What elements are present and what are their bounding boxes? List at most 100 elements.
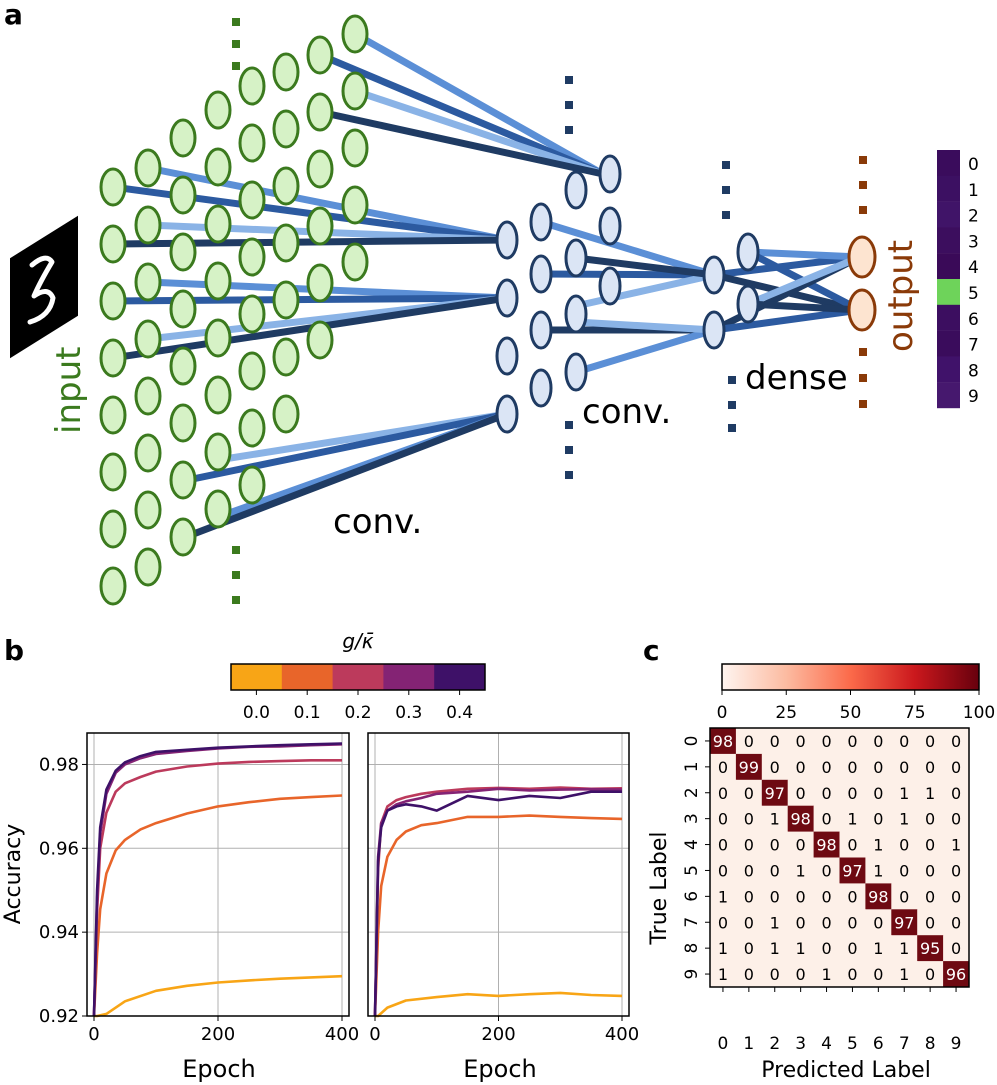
matrix-cell [761, 935, 789, 962]
cell-value: 0 [744, 861, 754, 880]
matrix-cell [787, 728, 814, 755]
input-neuron [169, 346, 197, 386]
cell-value: 1 [770, 810, 780, 829]
x-axis-label-c: Predicted Label [761, 1058, 931, 1083]
conv1-neuron [598, 206, 622, 246]
ellipsis-dot [859, 206, 867, 214]
connection-line [316, 51, 607, 178]
matrix-cell [761, 961, 789, 988]
ellipsis-dot [232, 62, 240, 70]
y-tick-label: 0.92 [39, 1006, 79, 1027]
cell-value: 1 [847, 810, 857, 829]
cell-value: 0 [925, 732, 935, 751]
input-neuron [204, 261, 232, 301]
cell-value: 0 [821, 732, 831, 751]
cell-value: 0 [718, 836, 728, 855]
matrix-cell [865, 831, 892, 858]
ellipsis-dot [232, 18, 240, 26]
cell-value: 1 [796, 939, 806, 958]
probability-cell [937, 356, 960, 383]
matrix-cell [761, 728, 789, 755]
cell-value: 1 [899, 965, 909, 984]
input-neuron [99, 281, 127, 321]
cell-value: 0 [951, 784, 961, 803]
conv1-neuron [529, 254, 553, 294]
connection-line [572, 254, 718, 279]
cell-value: 0 [925, 861, 935, 880]
matrix-cell [787, 883, 814, 910]
matrix-cell [917, 935, 944, 962]
matrix-cell [839, 883, 866, 910]
matrix-cell [839, 935, 866, 962]
series-line [375, 991, 623, 1018]
x-tick-label: 2 [769, 1034, 780, 1054]
matrix-cell [891, 805, 918, 832]
input-neuron [169, 232, 197, 272]
y-tick-label: 4 [682, 839, 702, 850]
input-neuron [238, 408, 266, 448]
ellipsis-dot [565, 101, 573, 109]
cell-value: 0 [744, 913, 754, 932]
input-neuron [238, 180, 266, 220]
ellipsis-dot [859, 156, 867, 164]
matrix-cell [761, 883, 789, 910]
x-tick-label: 8 [925, 1034, 936, 1054]
cell-value: 0 [718, 913, 728, 932]
cell-value: 98 [868, 887, 888, 906]
matrix-cell [787, 961, 814, 988]
colorbar-b-title: g/κ̄ [342, 629, 373, 653]
matrix-cell [839, 805, 866, 832]
input-neuron [169, 118, 197, 158]
cell-value: 1 [873, 861, 883, 880]
matrix-cell [917, 857, 944, 884]
x-tick-label: 0 [369, 1024, 380, 1045]
cell-value: 0 [925, 965, 935, 984]
cell-value: 0 [770, 758, 780, 777]
matrix-cell [787, 753, 814, 781]
probability-cell [937, 150, 960, 176]
matrix-cell [917, 831, 944, 858]
probability-cell [937, 382, 960, 409]
colorbar-tick-label: 0.2 [344, 703, 371, 723]
matrix-cell [917, 728, 944, 755]
conv2-layer [702, 232, 760, 350]
input-neuron [306, 263, 334, 303]
colorbar-segment [281, 664, 334, 690]
y-tick-label: 2 [682, 787, 702, 798]
y-tick-label: 1 [682, 761, 702, 772]
x-tick-label: 4 [821, 1034, 832, 1054]
output-label: output [881, 240, 921, 352]
matrix-cell [813, 779, 840, 807]
input-neuron [204, 204, 232, 244]
probability-cell [937, 227, 960, 254]
matrix-cell [917, 961, 944, 988]
input-neuron [341, 71, 369, 111]
matrix-cell [761, 909, 789, 936]
x-tick-label: 200 [201, 1024, 235, 1045]
matrix-cell [891, 753, 918, 781]
cell-value: 1 [899, 810, 909, 829]
ellipsis-dot [565, 421, 573, 429]
conv2-neuron [736, 284, 760, 324]
matrix-cell [813, 805, 840, 832]
cell-value: 97 [842, 861, 862, 880]
conv1-neuron [495, 336, 519, 376]
input-neuron [306, 92, 334, 132]
class-label: 5 [968, 284, 979, 304]
cell-value: 0 [821, 758, 831, 777]
input-neuron [169, 175, 197, 215]
matrix-cell [710, 779, 737, 807]
series-line [94, 974, 343, 1018]
output-neuron [847, 288, 877, 332]
conv1-neuron [495, 278, 519, 318]
matrix-cell [787, 805, 814, 832]
y-tick-label: 0 [682, 736, 702, 747]
matrix-cell [891, 909, 918, 936]
conv1-neuron [529, 202, 553, 242]
conv1-neuron [564, 352, 588, 392]
cell-value: 0 [770, 887, 780, 906]
cell-value: 0 [770, 861, 780, 880]
